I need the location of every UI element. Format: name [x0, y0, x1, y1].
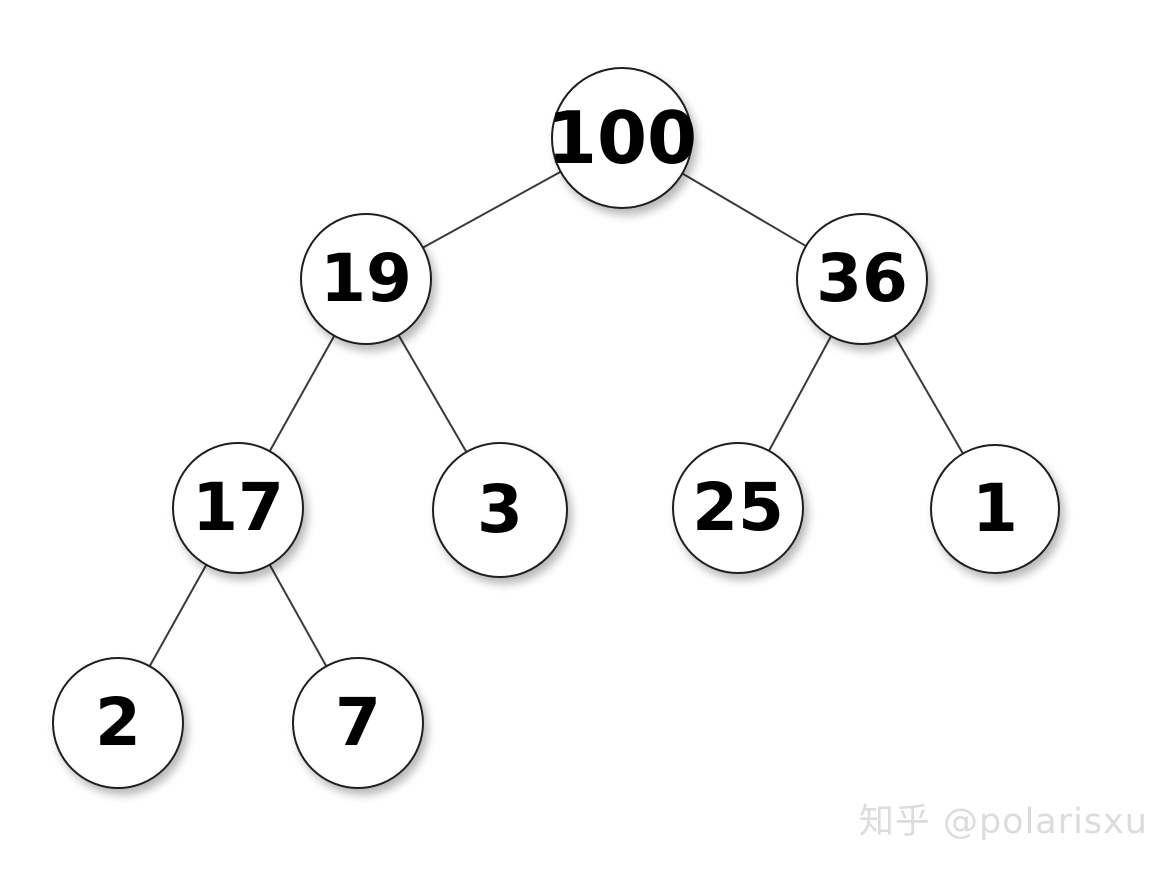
tree-node-1[interactable]: 1: [930, 444, 1060, 574]
tree-node-7[interactable]: 7: [292, 657, 424, 789]
tree-edge-n17-to-n7: [268, 563, 328, 668]
tree-node-label-19: 19: [320, 240, 412, 317]
tree-node-100[interactable]: 100: [547, 67, 697, 209]
tree-node-label-100: 100: [546, 96, 698, 180]
tree-edge-n36-to-n1: [893, 334, 964, 455]
tree-node-label-2: 2: [95, 684, 141, 761]
tree-edge-n19-to-n17: [268, 334, 336, 453]
tree-edge-n100-to-n19: [421, 170, 562, 249]
tree-node-36[interactable]: 36: [796, 213, 928, 345]
watermark-text: 知乎 @polarisxu: [858, 802, 1148, 842]
tree-node-19[interactable]: 19: [300, 213, 432, 345]
tree-node-label-17: 17: [192, 469, 284, 546]
tree-node-3[interactable]: 3: [432, 442, 568, 578]
tree-node-label-3: 3: [477, 471, 523, 548]
tree-node-label-25: 25: [692, 469, 784, 546]
tree-edge-n100-to-n36: [681, 172, 807, 248]
tree-node-2[interactable]: 2: [52, 657, 184, 789]
tree-node-label-1: 1: [972, 470, 1018, 547]
tree-node-17[interactable]: 17: [172, 442, 304, 574]
tree-node-label-36: 36: [816, 240, 908, 317]
tree-node-25[interactable]: 25: [672, 442, 804, 574]
tree-edge-n19-to-n3: [397, 334, 468, 454]
tree-edge-n17-to-n2: [148, 563, 208, 668]
tree-edge-n36-to-n25: [767, 335, 833, 452]
tree-node-label-7: 7: [335, 684, 381, 761]
